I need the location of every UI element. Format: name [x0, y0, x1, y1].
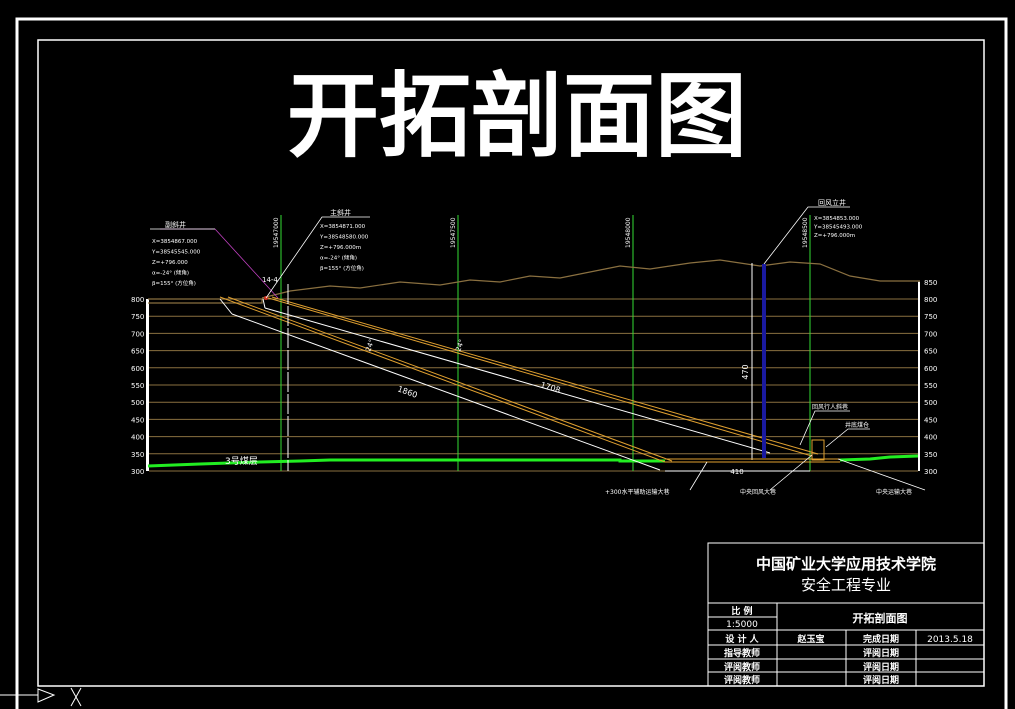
tb-date-label: 评阅日期 — [863, 674, 899, 686]
aux_incline-coordinate: Y=38545545.000 — [151, 250, 201, 256]
tb-date: 2013.5.18 — [927, 635, 973, 645]
aux_incline-coordinate: Z=+796.000 — [152, 260, 188, 266]
grid-vertical-label: 19547000 — [273, 217, 280, 248]
angle-label-2: 24° — [454, 338, 466, 352]
callout-return-incline: 回风行人斜巷 — [812, 403, 848, 411]
right-elevation-axis: 850 800 750 700 650 600 550 500 450 400 350 300 — [918, 279, 937, 476]
right-tick-label: 300 — [924, 468, 937, 476]
callout-return-roadway: 中央回风大巷 — [740, 488, 776, 496]
callout-aux-roadway: +300水平辅助运输大巷 — [605, 488, 669, 496]
scale-value: 1:5000 — [726, 620, 758, 630]
left-axis-bar — [146, 299, 149, 471]
air-shaft-name: 回风立井 — [818, 198, 846, 207]
air_shaft-coordinate: Z=+796.000m — [814, 233, 855, 239]
outer-frame — [15, 17, 1008, 709]
right-tick-label: 850 — [924, 279, 937, 287]
aux-length-label: 1860 — [396, 384, 418, 399]
main_incline-coordinate: α=-24° (倾角) — [320, 254, 357, 262]
left-tick-label: 700 — [131, 330, 144, 338]
callout-haulage-roadway: 中央运输大巷 — [876, 488, 912, 496]
right-tick-label: 500 — [924, 399, 937, 407]
air_shaft-coordinate: X=3854853.000 — [814, 216, 860, 222]
drawing-name: 开拓剖面图 — [853, 611, 908, 625]
tb-role: 评阅教师 — [724, 674, 760, 686]
drawing-title: 开拓剖面图 — [287, 63, 747, 170]
main_incline-coordinate: β=155° (方位角) — [320, 264, 364, 272]
right-tick-label: 800 — [924, 296, 937, 304]
scale-label: 比 例 — [731, 605, 752, 617]
tb-role: 指导教师 — [724, 647, 760, 659]
right-tick-label: 450 — [924, 416, 937, 424]
bottom-length-label: 410 — [730, 468, 743, 476]
right-tick-label: 650 — [924, 348, 937, 356]
main-incline-name: 主斜井 — [330, 208, 351, 217]
shaft-bottom-works — [665, 439, 840, 472]
left-tick-label: 550 — [131, 382, 144, 390]
tb-date-label: 评阅日期 — [863, 661, 899, 673]
tb-role: 评阅教师 — [724, 661, 760, 673]
left-tick-label: 750 — [131, 313, 144, 321]
left-tick-label: 500 — [131, 399, 144, 407]
aux-incline-name: 副斜井 — [165, 220, 186, 229]
grid-verticals: 19547000 19547500 19548000 19548500 — [273, 215, 811, 471]
grid-vertical-label: 19548000 — [625, 217, 632, 248]
tb-date-label: 完成日期 — [863, 633, 899, 645]
grid-vertical-label: 19548500 — [802, 217, 809, 248]
ground-surface — [148, 298, 263, 304]
main-incline — [262, 296, 819, 457]
callout-coal-bunker: 井底煤仓 — [845, 421, 869, 429]
coal-seam-line-right — [839, 454, 919, 462]
aux_incline-coordinate: X=3854867.000 — [152, 239, 198, 245]
left-tick-label: 600 — [131, 365, 144, 373]
ground-surface-profile — [261, 259, 920, 299]
aux_incline-coordinate: β=155° (方位角) — [152, 279, 196, 287]
left-tick-label: 300 — [131, 468, 144, 476]
left-tick-label: 400 — [131, 434, 144, 442]
left-elevation-axis: 800 750 700 650 600 550 500 450 400 350 300 — [131, 296, 149, 476]
left-tick-label: 800 — [131, 296, 144, 304]
coal-seam-line — [147, 458, 665, 468]
right-axis-bar — [918, 281, 920, 471]
title-block — [707, 542, 985, 687]
right-tick-label: 750 — [924, 313, 937, 321]
left-tick-label: 650 — [131, 348, 144, 356]
tb-date-label: 评阅日期 — [863, 647, 899, 659]
coal-seam-label: 3号煤层 — [225, 455, 258, 467]
callout-leaders — [150, 206, 926, 491]
aux_incline-coordinate: α=-24° (倾角) — [152, 269, 189, 277]
school-name: 中国矿业大学应用技术学院 — [756, 555, 936, 573]
main_incline-coordinate: Y=38548580.000 — [319, 235, 369, 241]
aux-incline — [219, 296, 673, 471]
major-name: 安全工程专业 — [801, 576, 891, 594]
angle-label-1: 24° — [364, 338, 376, 352]
inner-frame — [37, 39, 985, 687]
shaft-depth-label: 470 — [741, 364, 750, 379]
main_incline-coordinate: Z=+796.000m — [320, 245, 361, 251]
marker-label: 14-4 — [262, 276, 278, 284]
tb-role: 设 计 人 — [725, 633, 759, 645]
right-tick-label: 350 — [924, 451, 937, 459]
ucs-icon — [0, 687, 82, 707]
right-tick-label: 550 — [924, 382, 937, 390]
main_incline-coordinate: X=3854871.000 — [320, 224, 366, 230]
right-tick-label: 600 — [924, 365, 937, 373]
grid-vertical-label: 19547500 — [450, 217, 457, 248]
right-tick-label: 700 — [924, 330, 937, 338]
air-shaft — [762, 264, 766, 458]
right-tick-label: 400 — [924, 434, 937, 442]
tb-name: 赵玉宝 — [796, 633, 824, 645]
air_shaft-coordinate: Y=38545493.000 — [813, 225, 863, 231]
left-tick-label: 450 — [131, 416, 144, 424]
left-tick-label: 350 — [131, 451, 144, 459]
